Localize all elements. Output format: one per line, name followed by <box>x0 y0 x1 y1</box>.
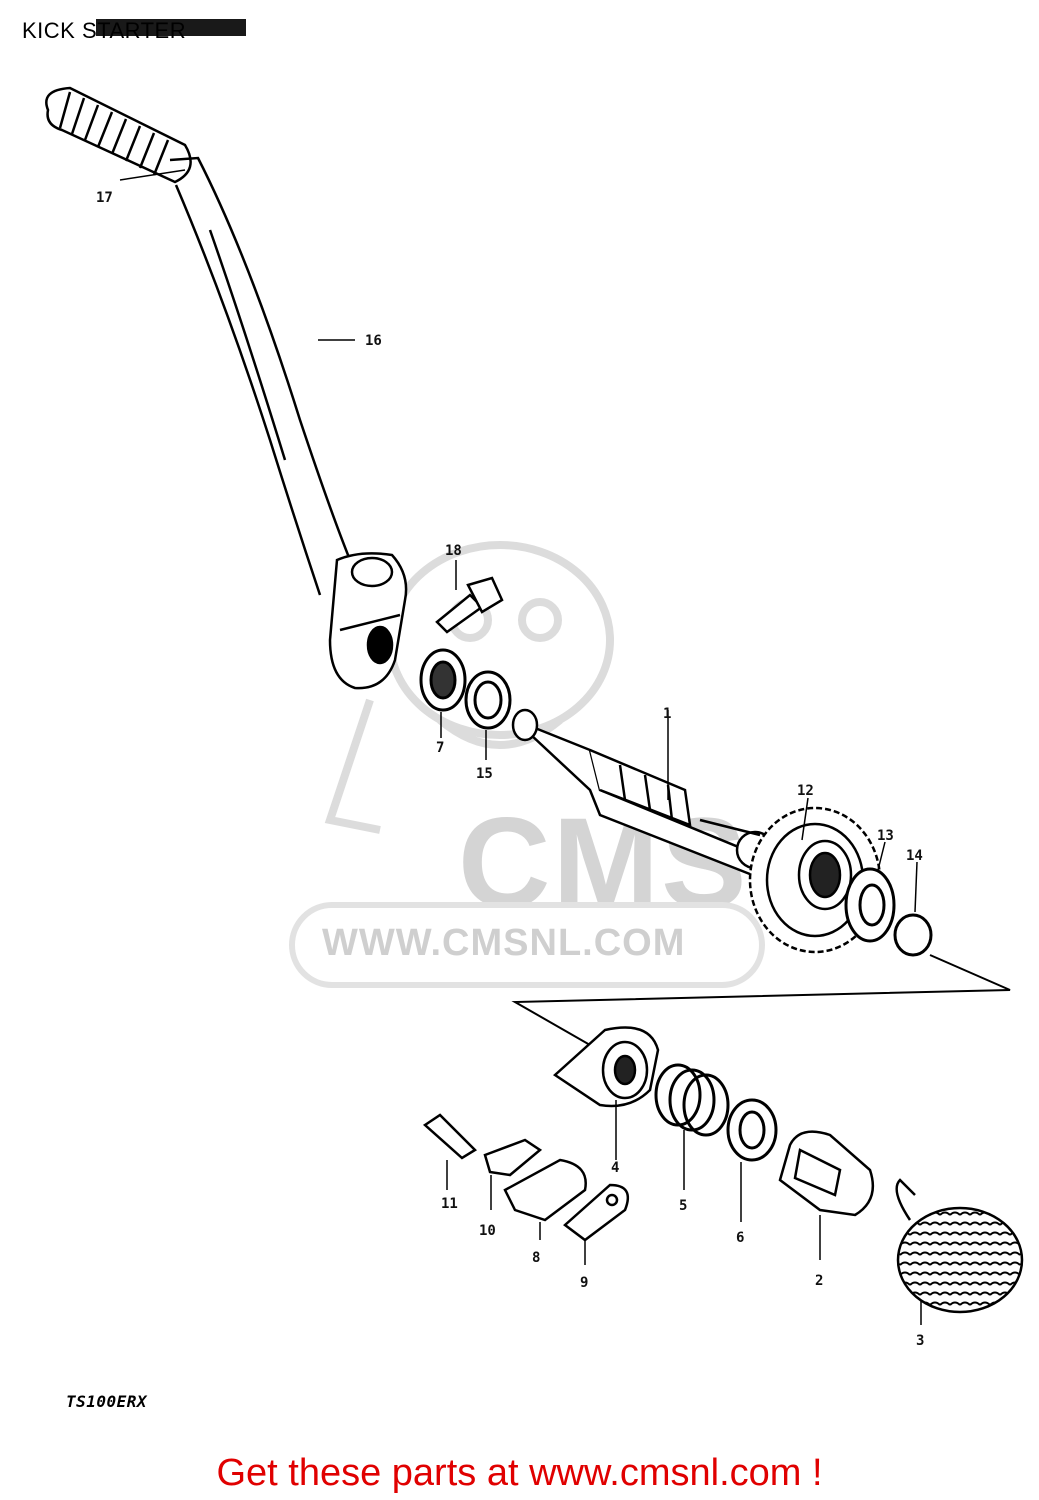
watermark-url-frame <box>289 902 765 988</box>
part-label-16: 16 <box>365 333 382 349</box>
stopper-9 <box>563 1183 630 1242</box>
kick-starter-guide <box>552 1026 660 1108</box>
bolt-11 <box>422 1113 478 1160</box>
lock-washer-10 <box>483 1138 543 1177</box>
part-label-1: 1 <box>663 706 671 722</box>
kick-starter-lever <box>169 156 408 690</box>
part-label-15: 15 <box>476 766 493 782</box>
washer-15 <box>464 670 512 730</box>
part-label-12: 12 <box>797 783 814 799</box>
part-label-17: 17 <box>96 190 113 206</box>
part-label-4: 4 <box>611 1160 619 1176</box>
part-label-5: 5 <box>679 1198 687 1214</box>
return-spring <box>895 1178 1024 1314</box>
oil-seal <box>419 648 467 712</box>
part-label-13: 13 <box>877 828 894 844</box>
part-label-14: 14 <box>906 848 923 864</box>
kick-starter-spring-5 <box>654 1063 730 1137</box>
circlip <box>893 913 933 957</box>
part-label-18: 18 <box>445 543 462 559</box>
stopper-plate-8 <box>503 1158 587 1222</box>
title-redaction-bar <box>96 19 246 36</box>
shop-link[interactable]: Get these parts at www.cmsnl.com ! <box>216 1452 823 1494</box>
assembly-guide-lines <box>511 954 1011 1046</box>
part-label-11: 11 <box>441 1196 458 1212</box>
part-label-10: 10 <box>479 1223 496 1239</box>
leader-lines <box>119 169 922 1325</box>
model-code: TS100ERX <box>66 1392 148 1411</box>
washer-6 <box>726 1098 778 1162</box>
part-label-9: 9 <box>580 1275 588 1291</box>
clamp-bolt <box>435 576 504 634</box>
part-label-2: 2 <box>815 1273 823 1289</box>
part-label-6: 6 <box>736 1230 744 1246</box>
part-label-8: 8 <box>532 1250 540 1266</box>
watermark-url: WWW.CMSNL.COM <box>322 922 686 964</box>
part-label-3: 3 <box>916 1333 924 1349</box>
kick-grip-rubber <box>45 86 192 184</box>
kick-starter-pawl <box>778 1130 875 1217</box>
kick-starter-shaft <box>511 708 775 882</box>
washer-13 <box>844 867 896 943</box>
part-label-7: 7 <box>436 740 444 756</box>
